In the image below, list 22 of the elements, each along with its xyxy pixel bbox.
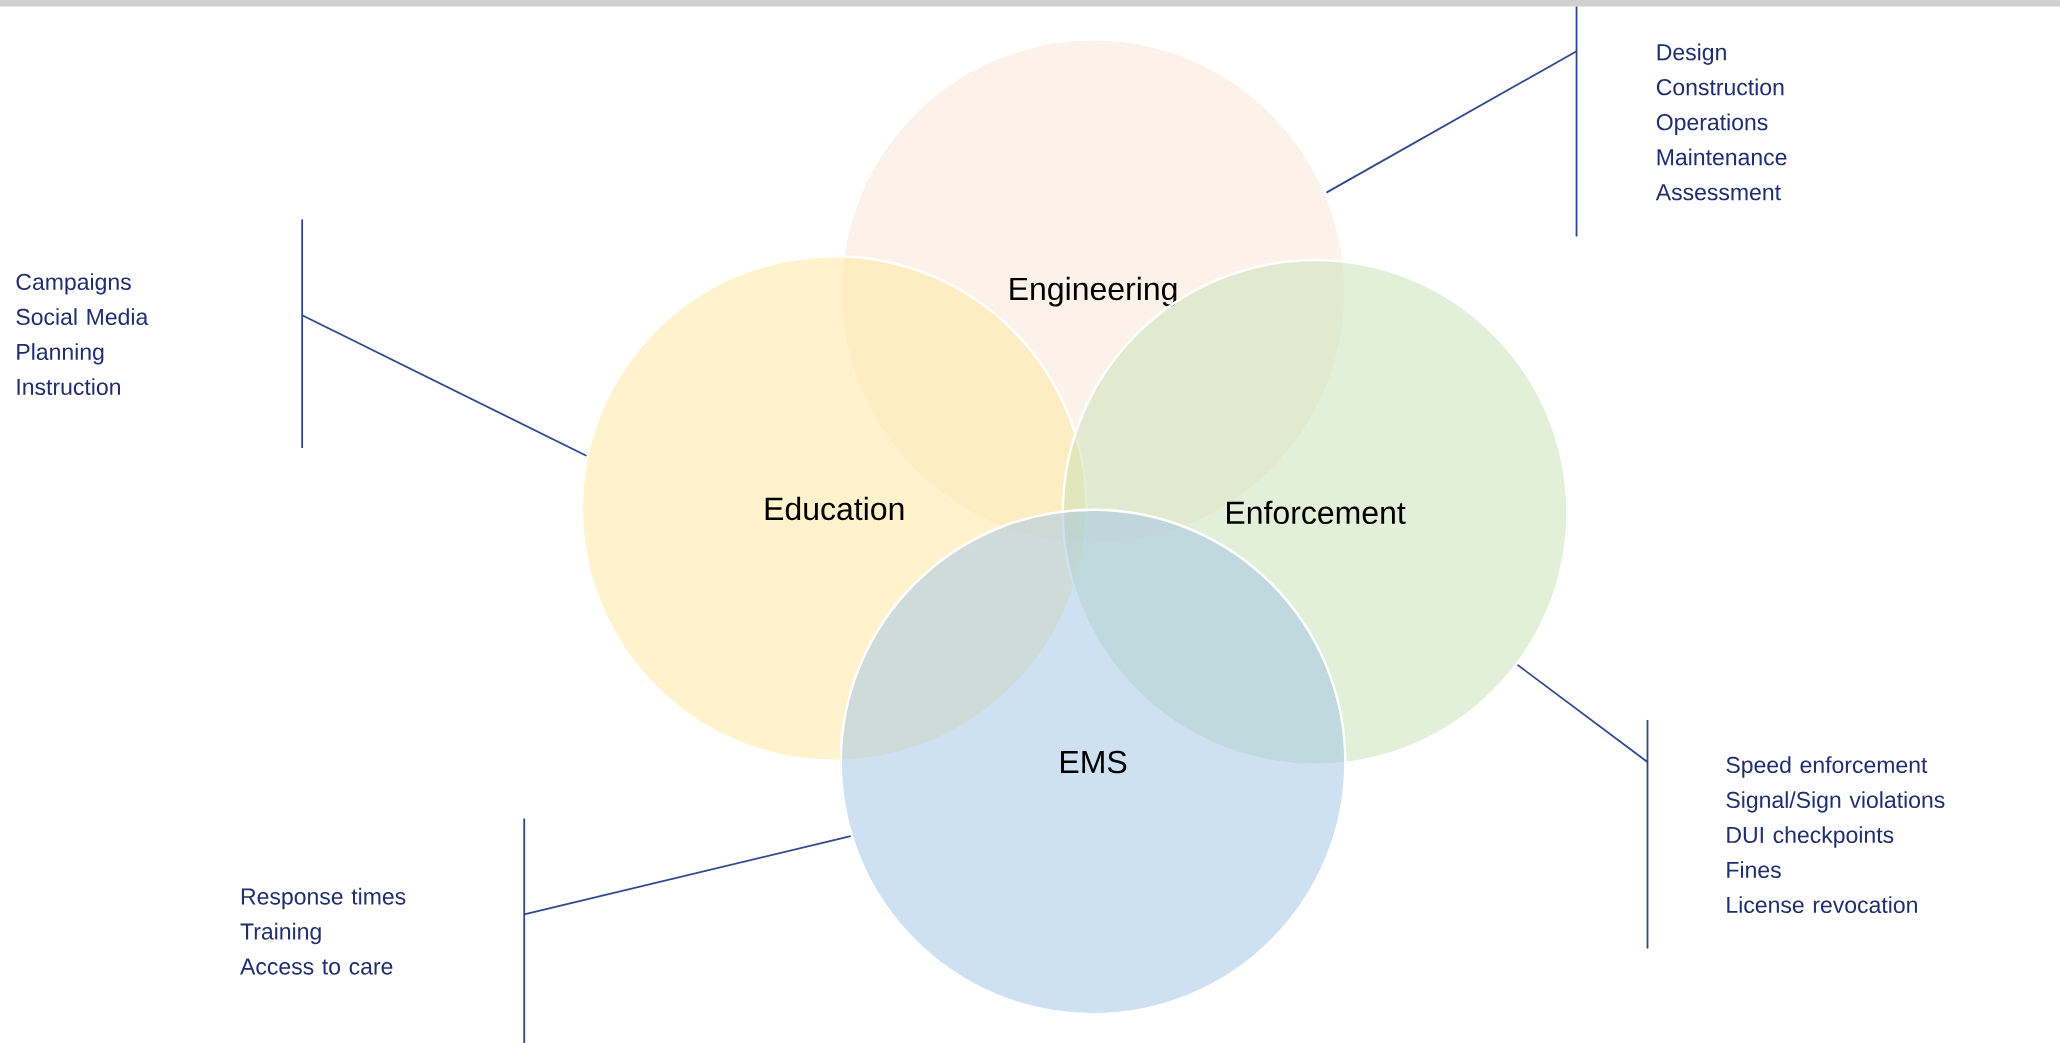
node-label: License revocation [1727, 896, 1917, 914]
node-label: Fines [1727, 861, 1781, 879]
node-label: DUI checkpoints [1727, 826, 1894, 848]
leader-line [1325, 50, 1578, 194]
node-label: Maintenance [1657, 148, 1787, 166]
node-label: Social Media [16, 308, 149, 325]
leader-line [523, 835, 852, 916]
leader-line [1516, 663, 1649, 763]
text-list: Design Construction Operations Maintenance Assessment [1655, 43, 1787, 201]
node-label: Operations [1656, 113, 1768, 135]
node-label: Campaigns [16, 273, 131, 295]
leader-line [301, 314, 588, 457]
node-label: Assessment [1655, 184, 1781, 201]
node-label: Planning [17, 343, 104, 365]
node-label: Instruction [17, 378, 120, 395]
node-label: Construction [1656, 78, 1784, 96]
node-label: Design [1657, 43, 1726, 65]
text-list: Campaigns Social Media Planning Instruction [16, 273, 149, 395]
text-list: Response times Training Access to care [240, 887, 406, 975]
text-list: Speed enforcement Signal/Sign violations DUI checkpoints Fines License revocation [1726, 756, 1945, 913]
node-label: Speed enforcement [1726, 756, 1928, 778]
node-label: Signal/Sign violations [1726, 791, 1945, 813]
